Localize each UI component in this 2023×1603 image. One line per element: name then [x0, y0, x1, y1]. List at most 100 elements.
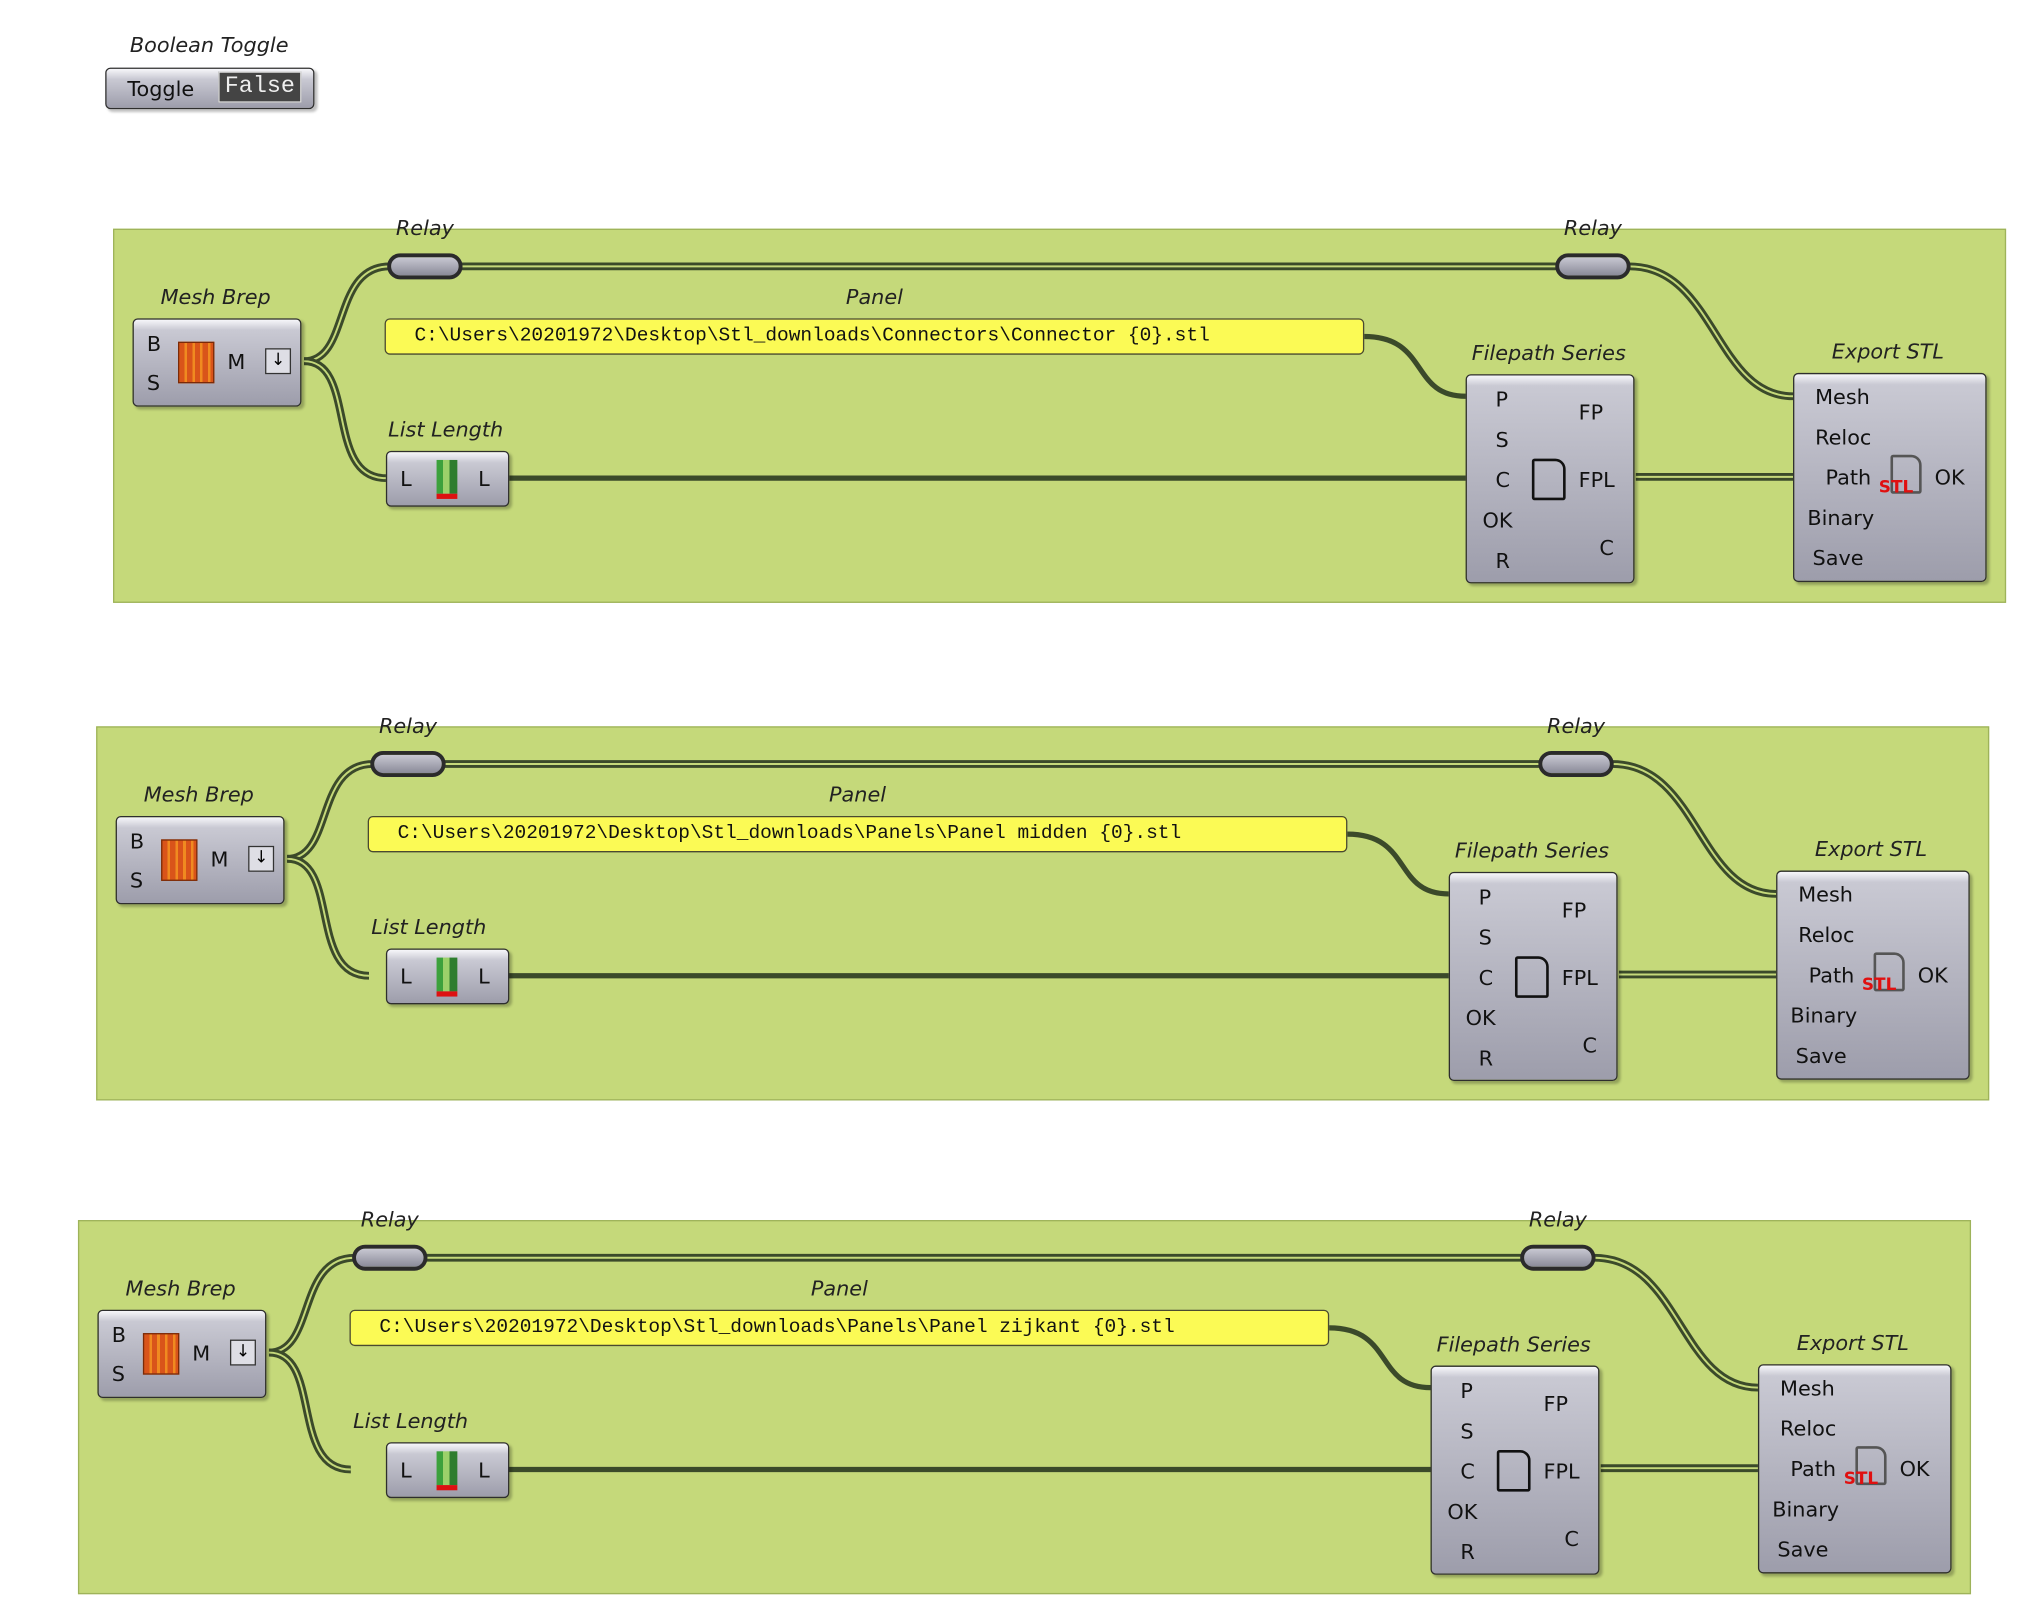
component-nickname: Relay [1547, 713, 1606, 738]
component-nickname: Filepath Series [1471, 340, 1626, 366]
input-reloc[interactable]: Reloc [1815, 424, 1872, 450]
input-s[interactable]: S [1478, 925, 1492, 950]
input-mesh[interactable]: Mesh [1798, 882, 1853, 907]
input-ok[interactable]: OK [1465, 1005, 1496, 1031]
output-ok[interactable]: OK [1934, 465, 1965, 490]
output-m[interactable]: M [210, 847, 229, 872]
input-save[interactable]: Save [1812, 545, 1864, 571]
component-nickname: Export STL [1831, 339, 1944, 364]
input-s[interactable]: S [1495, 427, 1509, 453]
output-m[interactable]: M [192, 1340, 211, 1366]
output-fp[interactable]: FP [1543, 1391, 1569, 1417]
relay-right[interactable] [1520, 1244, 1596, 1271]
arrow-down-icon[interactable]: ↓ [248, 845, 275, 872]
input-path[interactable]: Path [1790, 1456, 1837, 1482]
output-l[interactable]: L [478, 1457, 490, 1483]
component-nickname: Relay [1563, 215, 1622, 241]
output-fpl[interactable]: FPL [1561, 965, 1598, 991]
input-mesh[interactable]: Mesh [1780, 1375, 1835, 1401]
arrow-down-icon[interactable]: ↓ [265, 348, 292, 375]
input-b[interactable]: B [111, 1322, 127, 1348]
arrow-down-icon[interactable]: ↓ [229, 1339, 256, 1366]
input-b[interactable]: B [129, 828, 145, 854]
input-reloc[interactable]: Reloc [1798, 922, 1855, 948]
group-background [77, 1220, 1972, 1595]
list-length-icon [436, 957, 458, 997]
input-save[interactable]: Save [1795, 1043, 1847, 1069]
file-path-panel[interactable]: C:\Users\20201972\Desktop\Stl_downloads\… [349, 1309, 1330, 1347]
input-reloc[interactable]: Reloc [1780, 1416, 1837, 1441]
input-r[interactable]: R [1460, 1539, 1475, 1565]
output-m[interactable]: M [227, 349, 246, 375]
output-ok[interactable]: OK [1899, 1456, 1930, 1482]
boolean-toggle[interactable]: Toggle False [105, 67, 315, 110]
wire [1347, 831, 1449, 897]
output-fp[interactable]: FP [1578, 400, 1604, 425]
output-c[interactable]: C [1564, 1526, 1579, 1552]
group-background [96, 726, 1990, 1101]
output-l[interactable]: L [478, 964, 490, 989]
input-l[interactable]: L [400, 964, 412, 989]
input-l[interactable]: L [400, 466, 412, 492]
output-ok[interactable]: OK [1917, 962, 1948, 988]
output-l[interactable]: L [478, 466, 490, 492]
wire [1594, 1253, 1759, 1392]
toggle-value[interactable]: False [218, 71, 302, 103]
relay-right[interactable] [1555, 253, 1631, 280]
file-series-icon [1496, 1450, 1531, 1492]
output-c[interactable]: C [1582, 1032, 1598, 1058]
mesh-grid-icon [161, 839, 198, 881]
input-s[interactable]: S [146, 370, 161, 395]
output-fp[interactable]: FP [1561, 897, 1587, 923]
input-p[interactable]: P [1478, 884, 1492, 910]
input-s[interactable]: S [111, 1361, 125, 1387]
input-c[interactable]: C [1495, 467, 1511, 493]
input-b[interactable]: B [146, 331, 162, 357]
file-path-panel[interactable]: C:\Users\20201972\Desktop\Stl_downloads\… [384, 318, 1365, 355]
input-path[interactable]: Path [1808, 962, 1855, 988]
component-nickname: Panel [829, 782, 887, 807]
input-mesh[interactable]: Mesh [1815, 384, 1870, 410]
toggle-nickname: Boolean Toggle [129, 32, 289, 58]
input-ok[interactable]: OK [1447, 1499, 1478, 1525]
output-fpl[interactable]: FPL [1543, 1459, 1580, 1484]
relay-left[interactable] [370, 750, 446, 777]
list-length-icon [436, 459, 458, 499]
input-path[interactable]: Path [1825, 465, 1872, 490]
relay-left[interactable] [387, 253, 463, 280]
input-binary[interactable]: Binary [1807, 505, 1875, 531]
input-r[interactable]: R [1478, 1045, 1494, 1071]
input-binary[interactable]: Binary [1790, 1003, 1858, 1028]
relay-right[interactable] [1538, 750, 1614, 777]
input-save[interactable]: Save [1777, 1537, 1829, 1562]
input-p[interactable]: P [1460, 1378, 1473, 1404]
input-binary[interactable]: Binary [1772, 1496, 1840, 1522]
input-p[interactable]: P [1495, 387, 1509, 412]
output-fpl[interactable]: FPL [1578, 467, 1615, 493]
file-series-icon [1531, 458, 1566, 501]
input-s[interactable]: S [129, 867, 144, 893]
input-c[interactable]: C [1478, 965, 1494, 991]
input-s[interactable]: S [1460, 1418, 1474, 1444]
input-r[interactable]: R [1495, 548, 1510, 573]
output-c[interactable]: C [1599, 535, 1614, 560]
input-c[interactable]: C [1460, 1459, 1475, 1484]
input-l[interactable]: L [400, 1457, 412, 1483]
input-ok[interactable]: OK [1482, 508, 1513, 533]
component-nickname: Filepath Series [1454, 838, 1609, 863]
relay-left[interactable] [352, 1244, 428, 1271]
list-length-icon [436, 1451, 458, 1491]
file-path-panel[interactable]: C:\Users\20201972\Desktop\Stl_downloads\… [367, 815, 1348, 853]
